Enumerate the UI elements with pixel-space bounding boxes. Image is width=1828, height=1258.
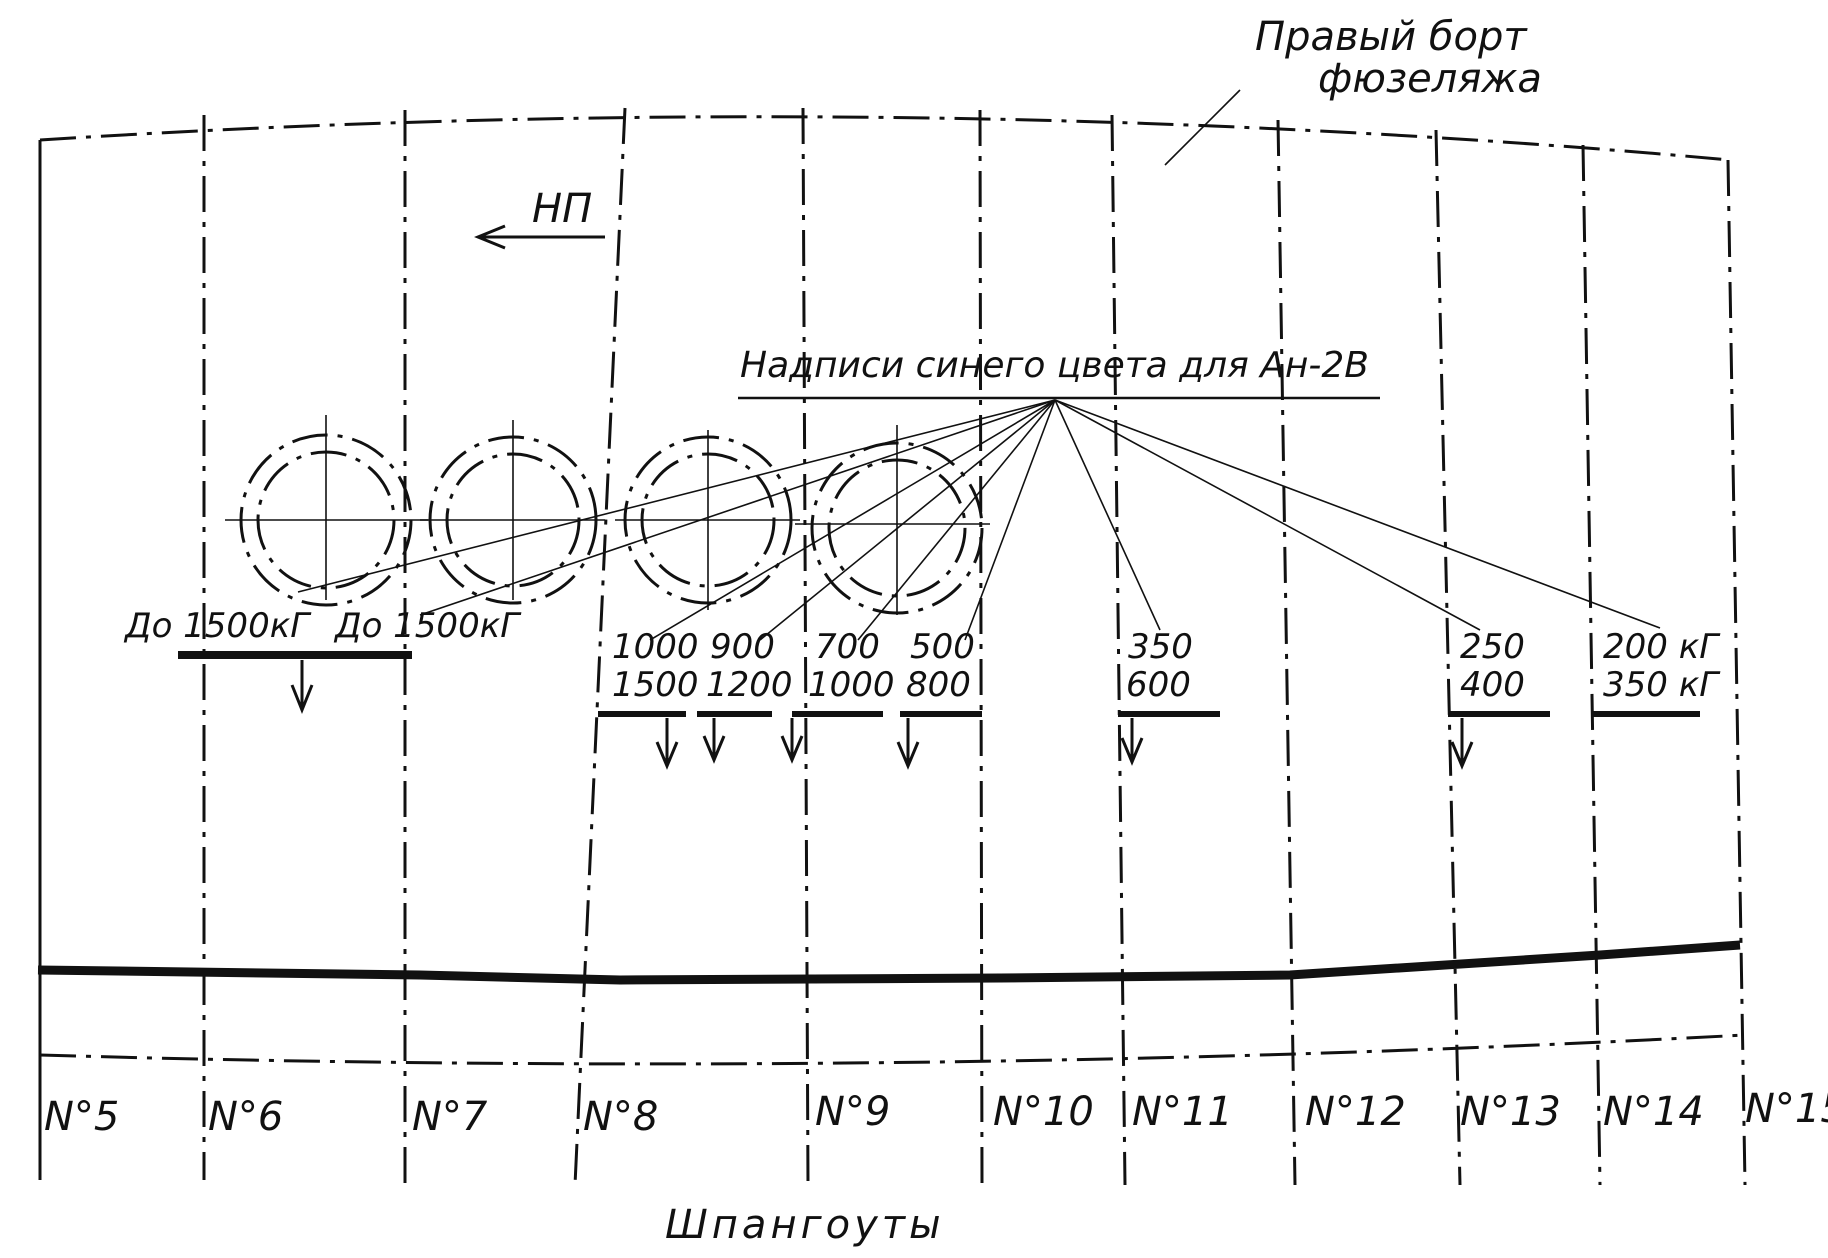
frame-line-13 xyxy=(1434,129,1462,1186)
zone-label-1: До 1500кГ xyxy=(123,606,312,646)
frame-line-14 xyxy=(1581,144,1602,1186)
zone-label-8-bottom: 400 xyxy=(1460,665,1525,705)
load-arrow-1 xyxy=(290,660,314,715)
frame-label-12: N°12 xyxy=(1305,1089,1406,1135)
frame-line-15 xyxy=(1726,159,1747,1186)
frame-label-6: N°6 xyxy=(208,1094,283,1140)
zone-label-5-top: 700 xyxy=(815,627,880,667)
load-arrow-8 xyxy=(1450,718,1474,770)
frame-label-9: N°9 xyxy=(815,1089,890,1135)
zone-label-9-top: 200 кГ xyxy=(1603,627,1721,667)
frame-label-10: N°10 xyxy=(993,1089,1094,1135)
callout-label: Надписи синего цвета для Ан-2В xyxy=(740,345,1369,386)
zone-label-7-bottom: 600 xyxy=(1126,665,1191,705)
frame-label-13: N°13 xyxy=(1460,1089,1561,1135)
zone-label-5-bottom: 1000 xyxy=(808,665,895,705)
fuselage-bottom-contour xyxy=(39,1033,1746,1066)
flight-direction-label: НП xyxy=(532,186,592,232)
hatch-circle-2 xyxy=(420,420,605,605)
zone-label-3-bottom: 1500 xyxy=(612,665,699,705)
hatch-circle-4 xyxy=(795,425,990,615)
zone-label-4-top: 900 xyxy=(710,627,775,667)
frame-lines xyxy=(202,107,1747,1186)
frame-line-11 xyxy=(1110,114,1127,1186)
load-arrow-4 xyxy=(702,718,726,764)
frame-label-15: N°15 xyxy=(1745,1086,1828,1132)
zone-bars xyxy=(178,651,1700,717)
frame-label-5: N°5 xyxy=(44,1094,119,1140)
frame-labels: N°5 N°6 N°7 N°8 N°9 N°10 N°11 N°12 N°13 … xyxy=(44,1086,1828,1140)
zone-labels: До 1500кГ До 1500кГ 1000 1500 900 1200 7… xyxy=(123,606,1721,705)
frame-label-7: N°7 xyxy=(412,1094,488,1140)
zone-label-6-top: 500 xyxy=(910,627,975,667)
side-label-line2: фюзеляжа xyxy=(1318,56,1542,102)
load-arrow-3 xyxy=(655,718,679,770)
frames-caption: Шпангоуты xyxy=(665,1202,945,1248)
frame-label-11: N°11 xyxy=(1132,1089,1233,1135)
fuselage-top-contour xyxy=(39,115,1731,162)
load-arrow-5 xyxy=(780,718,804,764)
frame-line-10 xyxy=(978,109,984,1186)
side-label-line1: Правый борт xyxy=(1255,14,1528,60)
load-arrow-6 xyxy=(896,718,920,770)
load-arrow-7 xyxy=(1120,718,1144,766)
hatch-circle-1 xyxy=(225,415,428,607)
load-arrows xyxy=(290,660,1474,770)
side-label-leader xyxy=(1164,89,1241,166)
zone-label-4-bottom: 1200 xyxy=(706,665,793,705)
frame-line-12 xyxy=(1276,119,1297,1186)
frame-label-8: N°8 xyxy=(583,1094,658,1140)
flight-direction-arrow xyxy=(474,224,605,250)
frame-line-9 xyxy=(801,107,810,1186)
zone-label-2: До 1500кГ xyxy=(333,606,522,646)
zone-label-7-top: 350 xyxy=(1128,627,1193,667)
zone-label-6-bottom: 800 xyxy=(906,665,971,705)
hatch-circle-3 xyxy=(615,430,800,610)
zone-label-9-bottom: 350 кГ xyxy=(1603,665,1721,705)
hatch-circles xyxy=(225,415,990,615)
callout-leaders xyxy=(297,399,1661,641)
frame-label-14: N°14 xyxy=(1603,1089,1704,1135)
zone-label-3-top: 1000 xyxy=(612,627,699,667)
floor-line xyxy=(37,940,1741,985)
zone-label-8-top: 250 xyxy=(1460,627,1525,667)
